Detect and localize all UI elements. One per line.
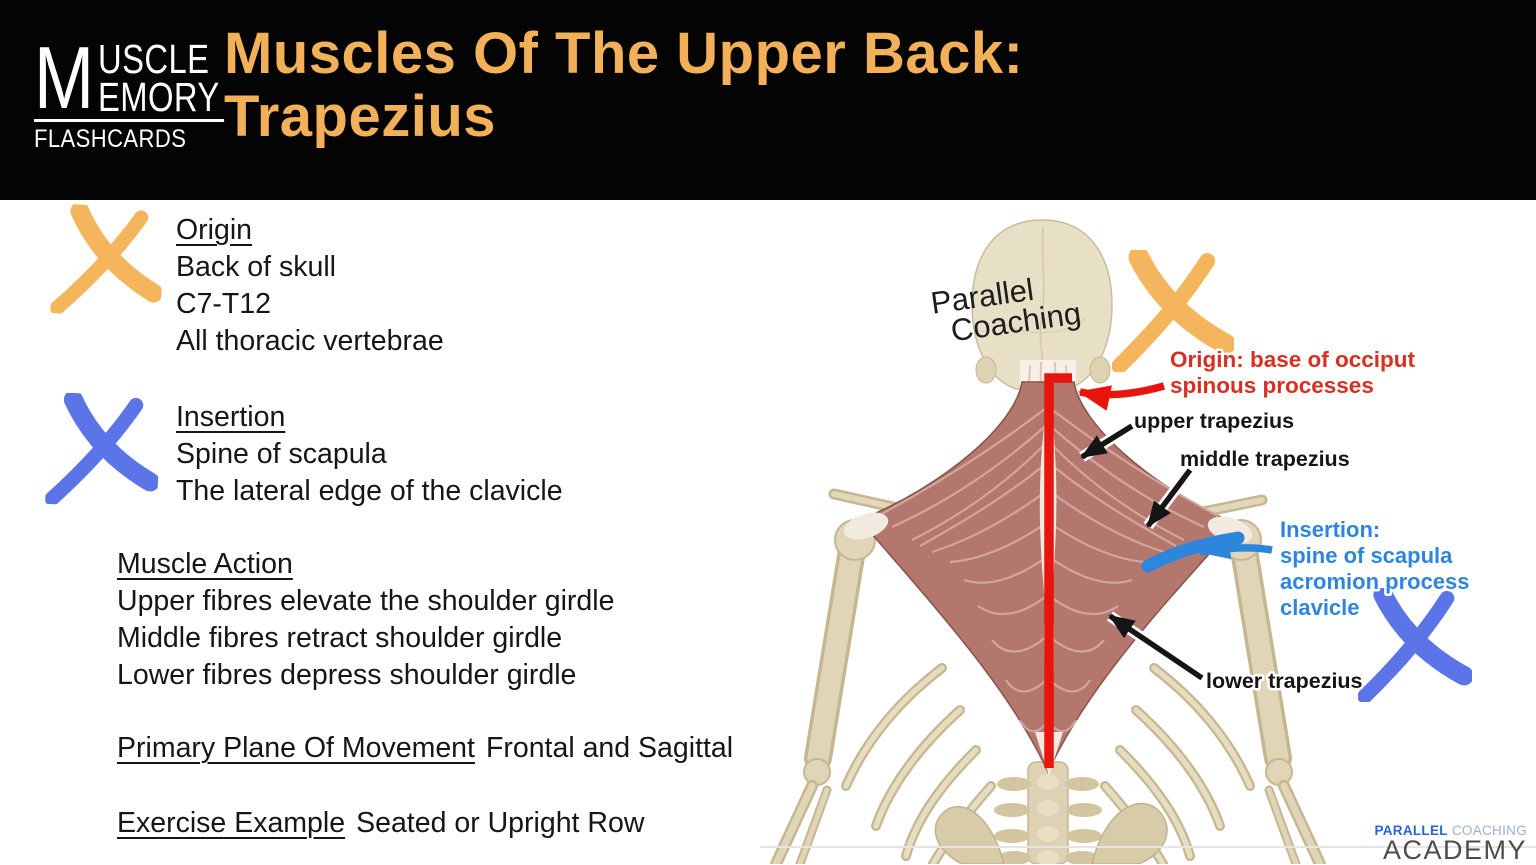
- blue-x-icon: [42, 392, 164, 508]
- header-bar: M USCLE EMORY FLASHCARDS Muscles Of The …: [0, 0, 1536, 200]
- page-title-line1: Muscles Of The Upper Back:: [224, 21, 1024, 86]
- lower-trapezius-label: lower trapezius: [1206, 669, 1363, 693]
- origin-section: Origin Back of skull C7-T12 All thoracic…: [176, 212, 444, 360]
- spine-red-line: [1044, 373, 1072, 768]
- origin-arrow: [1078, 382, 1166, 411]
- exercise-example-section: Exercise Example Seated or Upright Row: [117, 805, 644, 842]
- watermark: Parallel Coaching: [929, 272, 1084, 349]
- origin-line-1: Back of skull: [176, 251, 336, 283]
- right-arm-bones: [1220, 519, 1326, 864]
- muscle-memory-logo: M USCLE EMORY FLASHCARDS: [34, 28, 250, 154]
- logo-word-flashcards: FLASHCARDS: [34, 119, 225, 154]
- footer-academy: ACADEMY: [1382, 835, 1527, 865]
- upper-trapezius-label: upper trapezius: [1134, 409, 1294, 433]
- page-title: Muscles Of The Upper Back: Trapezius: [224, 22, 1023, 148]
- exercise-value: Seated or Upright Row: [356, 807, 645, 839]
- insertion-heading: Insertion: [176, 401, 286, 433]
- orange-x-icon: [47, 203, 169, 319]
- plane-value: Frontal and Sagittal: [485, 732, 734, 764]
- lumbar-spine: [994, 761, 1102, 864]
- muscle-action-section: Muscle Action Upper fibres elevate the s…: [117, 546, 614, 694]
- trapezius-diagram: Parallel Coaching Origin: base of occipu…: [760, 200, 1536, 864]
- insertion-line-2: The lateral edge of the clavicle: [176, 475, 563, 507]
- origin-heading: Origin: [176, 214, 253, 246]
- insertion-label-line3: acromion process: [1280, 569, 1470, 594]
- origin-line-3: All thoracic vertebrae: [176, 325, 444, 357]
- plane-of-movement-section: Primary Plane Of Movement Frontal and Sag…: [117, 730, 733, 767]
- insertion-label-line1: Insertion:: [1280, 517, 1380, 542]
- lower-trapezius-arrow: [1106, 611, 1206, 683]
- muscle-action-line-3: Lower fibres depress shoulder girdle: [117, 659, 577, 691]
- logo-word-uscle: USCLE: [98, 36, 210, 82]
- insertion-line-1: Spine of scapula: [176, 438, 387, 470]
- insertion-label-line2: spine of scapula: [1280, 543, 1453, 568]
- logo-big-m: M: [34, 28, 94, 127]
- table-edge-line: [760, 846, 1536, 848]
- muscle-action-line-1: Upper fibres elevate the shoulder girdle: [117, 585, 615, 617]
- plane-heading: Primary Plane Of Movement: [117, 732, 475, 764]
- upper-trapezius-arrow: [1079, 421, 1135, 462]
- footer-parallel: PARALLEL: [1374, 823, 1448, 838]
- origin-label-line2: spinous processes: [1170, 373, 1374, 398]
- muscle-fibres: [877, 404, 1219, 733]
- left-arm-bones: [770, 519, 876, 864]
- blue-x-diagram-icon: [1365, 595, 1464, 696]
- origin-line-2: C7-T12: [176, 288, 272, 320]
- insertion-section: Insertion Spine of scapula The lateral e…: [176, 399, 563, 510]
- footer-coaching: COACHING: [1451, 823, 1527, 838]
- origin-label-line1: Origin: base of occiput: [1170, 347, 1416, 372]
- middle-trapezius-label: middle trapezius: [1180, 447, 1350, 471]
- middle-trapezius-arrow: [1143, 466, 1195, 530]
- exercise-heading: Exercise Example: [117, 807, 346, 839]
- pelvis: [934, 802, 1168, 864]
- muscle-action-line-2: Middle fibres retract shoulder girdle: [117, 622, 563, 654]
- insertion-label-line4: clavicle: [1280, 595, 1360, 620]
- logo-word-emory: EMORY: [98, 74, 220, 120]
- page-title-line2: Trapezius: [224, 84, 497, 149]
- muscle-action-heading: Muscle Action: [117, 548, 293, 580]
- insertion-marker: [1141, 531, 1273, 573]
